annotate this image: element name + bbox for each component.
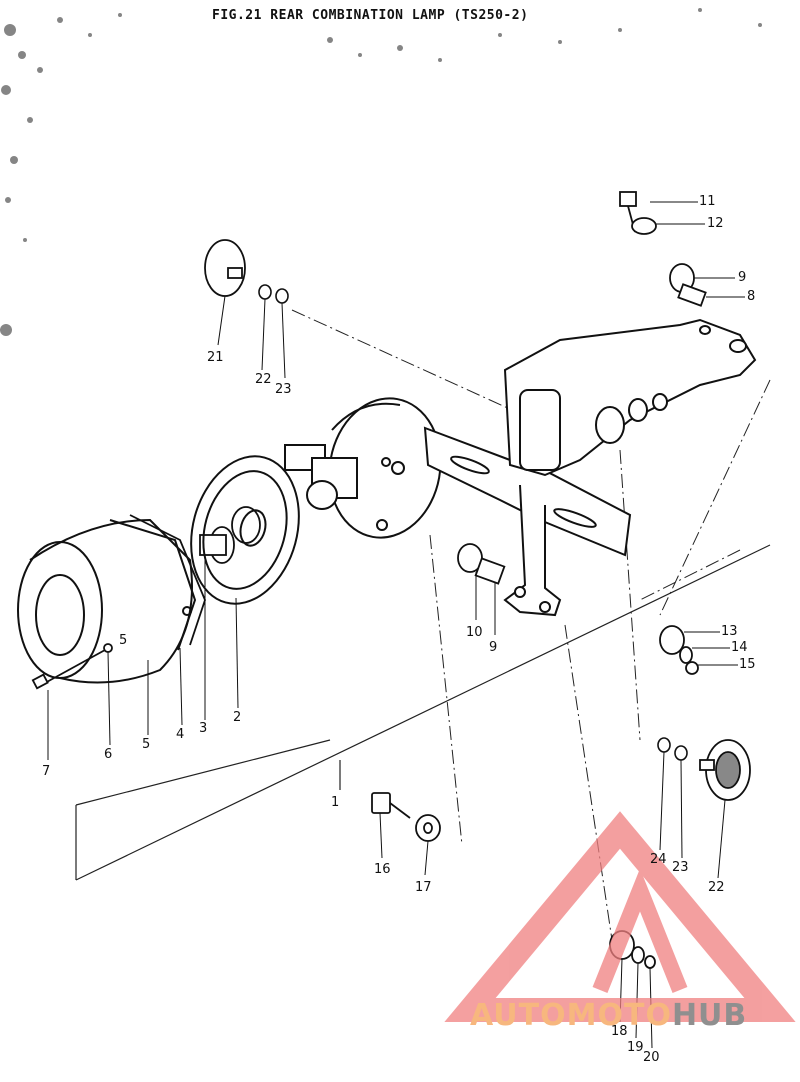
callout-label: 24: [650, 852, 667, 867]
lens-gasket: [129, 514, 206, 646]
watermark-part2: HUB: [671, 998, 748, 1033]
callout-label: 4: [176, 727, 185, 742]
callout-label: 14: [731, 640, 748, 655]
spacer-set: [457, 543, 506, 585]
group-bracket-lines: [75, 544, 771, 881]
callout-label: 22: [708, 880, 725, 895]
callout-label: 7: [42, 764, 51, 779]
bulb: [199, 506, 261, 564]
callout-label: 18: [611, 1024, 628, 1039]
scan-noise: [0, 8, 762, 336]
callout-label: 16: [374, 862, 391, 877]
callout-label: 5: [119, 633, 128, 648]
callout-label: 9: [489, 640, 498, 655]
callout-label: 1: [331, 795, 340, 810]
lamp-base: [284, 397, 442, 539]
figure-title: FIG.21 REAR COMBINATION LAMP (TS250-2): [212, 8, 529, 23]
lens-screw: [31, 643, 113, 690]
reflector-right: [699, 739, 751, 801]
lamp-gasket: [190, 455, 300, 605]
callout-label: 15: [739, 657, 756, 672]
callout-label: 23: [275, 382, 292, 397]
bolt-washer-set: [371, 792, 441, 842]
callout-label: 23: [672, 860, 689, 875]
watermark-logo: [444, 811, 796, 1022]
callout-label: 12: [707, 216, 724, 231]
callout-label: 17: [415, 880, 432, 895]
callout-label: 2: [233, 710, 242, 725]
reflector-left: [204, 239, 246, 297]
upper-bolt-set: [619, 191, 707, 307]
lower-grommet-set: [659, 625, 699, 675]
callout-label: 5: [142, 737, 151, 752]
callout-label: 3: [199, 721, 208, 736]
callout-leaders: [47, 201, 745, 1049]
callout-label: 8: [747, 289, 756, 304]
mounting-bracket: [423, 318, 757, 617]
watermark-text: AUTOMOTOHUB: [470, 998, 747, 1033]
callout-label: 9: [738, 270, 747, 285]
callout-label: 21: [207, 350, 224, 365]
lamp-lens-housing: [17, 518, 197, 684]
callout-label: 10: [466, 625, 483, 640]
nut-washer-set-left: [258, 284, 289, 304]
watermark-part1: AUTOMOTO: [470, 998, 672, 1033]
callout-label: 11: [699, 194, 716, 209]
callout-label: 6: [104, 747, 113, 762]
callout-label: 22: [255, 372, 272, 387]
callout-label: 19: [627, 1040, 644, 1055]
nut-washer-set-right: [657, 737, 688, 761]
callout-label: 20: [643, 1050, 660, 1065]
leader-lines: [291, 309, 771, 941]
callout-label: 13: [721, 624, 738, 639]
